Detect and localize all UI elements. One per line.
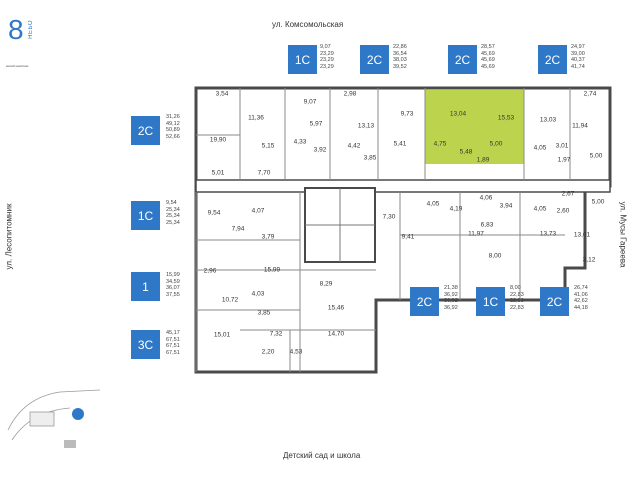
room-area: 15,46 [327, 304, 345, 312]
apartment-badge[interactable]: 2С [410, 287, 439, 316]
room-area: 5,00 [489, 140, 503, 148]
room-area: 9,41 [401, 233, 415, 241]
room-area: 4,06 [479, 194, 493, 202]
room-area: 9,07 [303, 98, 317, 106]
room-area: 7,32 [269, 330, 283, 338]
room-area: 4,75 [433, 140, 447, 148]
room-area: 4,42 [347, 142, 361, 150]
room-area: 11,97 [468, 230, 484, 238]
room-area: 5,48 [459, 148, 473, 156]
apartment-badge[interactable]: 1 [131, 272, 160, 301]
room-area: 3,94 [499, 202, 513, 210]
room-area: 4,33 [293, 138, 307, 146]
apartment-badge[interactable]: 2С [448, 45, 477, 74]
room-area: 3,12 [582, 256, 596, 264]
room-area: 3,85 [257, 309, 271, 317]
logo: 8 НЕБО жилой комплекс [6, 14, 40, 74]
apartment-badge[interactable]: 2С [131, 116, 160, 145]
room-area: 2,98 [343, 90, 357, 98]
highlighted-apartment [425, 90, 524, 164]
room-area: 7,30 [382, 213, 396, 221]
street-top: ул. Комсомольская [272, 20, 344, 29]
room-area: 13,04 [449, 110, 467, 118]
room-area: 19,90 [209, 136, 227, 144]
room-area: 7,94 [231, 225, 245, 233]
room-area: 4,07 [251, 207, 265, 215]
room-area: 5,00 [591, 198, 605, 206]
room-area: 5,15 [261, 142, 275, 150]
room-area: 8,29 [319, 280, 333, 288]
room-area: 5,01 [211, 169, 225, 177]
room-area: 9,54 [207, 209, 221, 217]
room-area: 4,05 [426, 200, 440, 208]
room-area: 4,05 [533, 144, 547, 152]
street-bottom: Детский сад и школа [283, 451, 361, 460]
room-area: 13,03 [539, 116, 557, 124]
room-area: 2,60 [556, 207, 570, 215]
room-area: 4,19 [449, 205, 463, 213]
room-area: 3,85 [363, 154, 377, 162]
room-area: 15,53 [497, 114, 515, 122]
room-area: 4,53 [289, 348, 303, 356]
room-area: 5,41 [393, 140, 407, 148]
room-area: 2,67 [561, 190, 575, 198]
apartment-badge[interactable]: 2С [540, 287, 569, 316]
apartment-badge[interactable]: 1С [131, 201, 160, 230]
room-area: 14,70 [327, 330, 345, 338]
apartment-badge[interactable]: 2С [360, 45, 389, 74]
apartment-badge[interactable]: 1С [288, 45, 317, 74]
room-area: 11,94 [572, 122, 588, 130]
room-area: 3,54 [215, 90, 229, 98]
room-area: 7,70 [257, 169, 271, 177]
logo-number: 8 [8, 14, 24, 45]
room-area: 9,73 [400, 110, 414, 118]
room-area: 5,97 [309, 120, 323, 128]
outer-wall [194, 86, 612, 374]
room-area: 8,00 [488, 252, 502, 260]
apartment-badge[interactable]: 3С [131, 330, 160, 359]
room-area: 15,99 [263, 266, 281, 274]
room-area: 13,73 [539, 230, 557, 238]
logo-tagline: жилой комплекс [6, 64, 29, 68]
room-area: 2,96 [203, 267, 217, 275]
room-area: 1,89 [476, 156, 490, 164]
room-area: 4,03 [251, 290, 265, 298]
room-area: 3,01 [555, 142, 569, 150]
apartment-badge[interactable]: 1С [476, 287, 505, 316]
room-area: 13,01 [573, 231, 591, 239]
corridor [195, 179, 611, 193]
room-area: 3,92 [313, 146, 327, 154]
room-area: 2,20 [261, 348, 275, 356]
room-area: 4,05 [533, 205, 547, 213]
room-area: 3,79 [261, 233, 275, 241]
room-area: 11,36 [248, 114, 264, 122]
room-area: 1,97 [557, 156, 571, 164]
room-area: 10,72 [221, 296, 239, 304]
site-map [7, 389, 101, 448]
room-area: 13,13 [357, 122, 375, 130]
room-area: 15,01 [213, 331, 231, 339]
room-area: 6,83 [480, 221, 494, 229]
room-area: 5,00 [589, 152, 603, 160]
apartment-badge[interactable]: 2С [538, 45, 567, 74]
room-area: 2,74 [583, 90, 597, 98]
